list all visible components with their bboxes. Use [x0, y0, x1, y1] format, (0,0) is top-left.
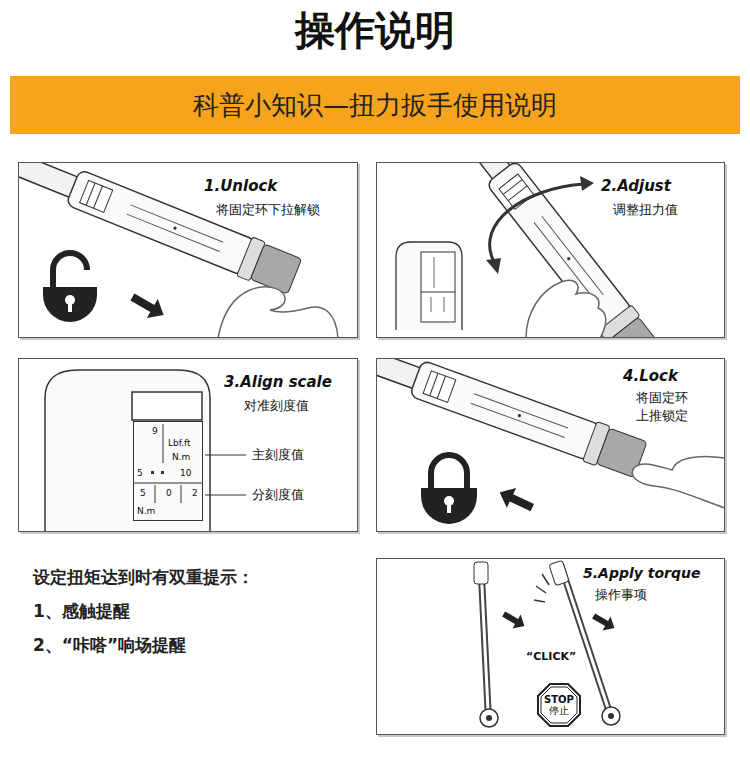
apply-torque-illustration — [590, 609, 619, 635]
step-panel: 1.Unlock 将固定环下拉解锁 — [18, 162, 358, 338]
lock-illustration — [221, 290, 648, 480]
scale-illustration — [45, 370, 210, 532]
step-note: 对准刻度值 — [244, 397, 309, 415]
scale-number: 10 — [180, 468, 191, 479]
stop-text: STOP — [544, 694, 574, 705]
page-title: 操作说明 — [0, 6, 750, 54]
scale-window: 9Lbf.ftN.m510502N.m — [133, 421, 203, 521]
step-note: 调整扭力值 — [613, 201, 678, 219]
note-item: 1、感触提醒 — [33, 600, 130, 623]
scale-number: N.m — [172, 452, 190, 463]
scale-number: Lbf.ft — [168, 438, 191, 449]
step-title: 5.Apply torque — [583, 565, 700, 582]
scale-illustration — [132, 392, 202, 420]
step-panel: 2.Adjust 调整扭力值 — [376, 162, 725, 338]
apply-torque-illustration — [534, 600, 545, 602]
scale-number: 0 — [166, 488, 172, 499]
lock-illustration — [447, 503, 451, 513]
scale-illustration — [45, 370, 246, 532]
note-heading: 设定扭矩达到时有双重提示： — [33, 566, 254, 589]
apply-torque-illustration — [474, 560, 620, 727]
adjust-illustration — [421, 252, 455, 322]
lock-illustration — [431, 455, 467, 488]
banner-text: 科普小知识—扭力扳手使用说明 — [193, 91, 557, 120]
unlock-illustration — [68, 302, 72, 312]
step-note: 将固定环下拉解锁 — [216, 201, 320, 219]
scale-number: N.m — [137, 506, 155, 517]
apply-torque-illustration — [480, 709, 498, 727]
step-note: 操作事项 — [595, 586, 647, 604]
note-item: 2、“咔嗒”响场提醒 — [33, 634, 186, 657]
scale-number: 9 — [152, 426, 158, 437]
adjust-illustration — [486, 258, 501, 274]
scale-illustration — [205, 494, 246, 495]
lock-illustration — [221, 290, 725, 524]
adjust-illustration — [396, 242, 462, 330]
unlock-illustration — [53, 253, 87, 287]
scale-label: 主刻度值 — [252, 446, 304, 464]
apply-torque-illustration — [486, 715, 492, 721]
adjust-illustration — [431, 297, 432, 312]
scale-number: 2 — [192, 488, 198, 499]
adjust-illustration — [421, 292, 455, 293]
scale-number: 5 — [140, 488, 146, 499]
lock-illustration — [421, 488, 477, 524]
lock-illustration — [495, 482, 537, 517]
apply-torque-illustration — [602, 707, 620, 725]
scale-illustration — [163, 424, 164, 463]
apply-torque-illustration — [500, 607, 529, 633]
scale-number: 5 — [137, 468, 143, 479]
adjust-illustration — [434, 257, 435, 288]
step-title: 2.Adjust — [601, 177, 671, 195]
apply-torque-illustration — [608, 713, 614, 719]
unlock-illustration — [43, 287, 97, 322]
scale-illustration — [181, 485, 182, 503]
apply-torque-illustration — [474, 562, 488, 584]
step-title: 3.Align scale — [224, 373, 332, 391]
scale-illustration — [133, 483, 202, 484]
lock-illustration — [632, 457, 725, 509]
unlock-illustration — [127, 287, 169, 324]
apply-torque-illustration — [481, 566, 488, 710]
step-panel: 4.Lock 将固定环上推锁定 — [376, 358, 725, 532]
unlock-illustration — [127, 287, 169, 324]
banner-band: 科普小知识—扭力扳手使用说明 — [10, 76, 740, 134]
scale-illustration — [155, 485, 156, 503]
adjust-illustration — [444, 297, 445, 312]
stop-text: 停止 — [549, 705, 569, 716]
step-note: 将固定环上推锁定 — [636, 389, 692, 424]
stop-octagon — [541, 687, 577, 723]
scale-illustration — [205, 454, 246, 455]
step-panel: 3.Align scale对准刻度值9Lbf.ftN.m510502N.m — [18, 358, 358, 532]
apply-torque-illustration — [500, 607, 529, 633]
adjust-illustration — [580, 176, 594, 191]
stop-sign: STOP停止 — [537, 683, 581, 727]
step-panel: 5.Apply torque 操作事项 STOP停止 — [376, 558, 725, 735]
step-title: 4.Lock — [623, 367, 678, 385]
stop-octagon — [538, 684, 580, 726]
scale-illustration — [151, 471, 154, 474]
scale-label: 分刻度值 — [252, 486, 304, 504]
apply-torque-illustration — [590, 609, 619, 635]
adjust-illustration — [526, 280, 606, 338]
unlock-illustration — [218, 287, 338, 338]
adjust-illustration — [490, 184, 584, 262]
sound-label: “CLICK” — [526, 650, 576, 663]
apply-torque-illustration — [549, 560, 569, 585]
step-title: 1.Unlock — [204, 177, 277, 195]
apply-torque-illustration — [536, 586, 546, 593]
scale-illustration — [161, 471, 164, 474]
apply-torque-illustration — [542, 574, 549, 585]
apply-torque-illustration — [481, 566, 488, 710]
lock-illustration — [495, 482, 537, 517]
